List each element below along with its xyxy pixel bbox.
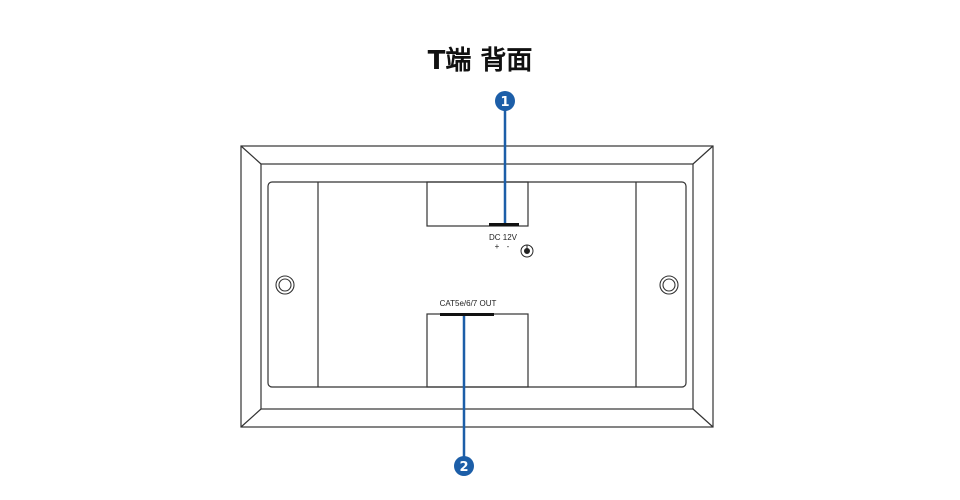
plate-outer-edge [240,145,714,428]
page-title: T端 背面 [427,46,533,76]
dc-port-recess [426,181,529,227]
screw-outer-icon [275,275,295,295]
bevel-line [240,408,262,428]
polarity-symbol-icon [520,244,534,258]
callout-1-circle [495,91,515,111]
callout-1-badge: 1 [495,91,515,111]
mounting-screw-right [659,275,679,295]
dc-power-label: DC 12V [489,233,518,242]
polarity-plus-label: + [495,242,500,251]
screw-inner-icon [662,278,676,292]
screw-inner-icon [278,278,292,292]
plate-inner-edge [260,163,694,410]
mounting-screw-left [275,275,295,295]
back-housing [267,181,687,388]
cat-output-port [440,313,494,316]
callout-2-badge: 2 [454,456,474,476]
polarity-minus-label: - [507,242,510,251]
wall-plate [240,145,714,428]
housing-outline [267,181,687,388]
cat-port-block: CAT5e/6/7 OUT [426,299,529,388]
bevel-line [240,145,262,165]
screw-outer-icon [659,275,679,295]
callout-2-number: 2 [459,460,468,475]
bevel-line [692,145,714,165]
dc-port-block: DC 12V + - [426,181,534,258]
callout-1-number: 1 [500,95,509,110]
cat-out-label: CAT5e/6/7 OUT [440,299,497,308]
callout-2-circle [454,456,474,476]
bevel-line [692,408,714,428]
cat-port-recess [426,313,529,388]
dc-power-jack [489,223,519,226]
